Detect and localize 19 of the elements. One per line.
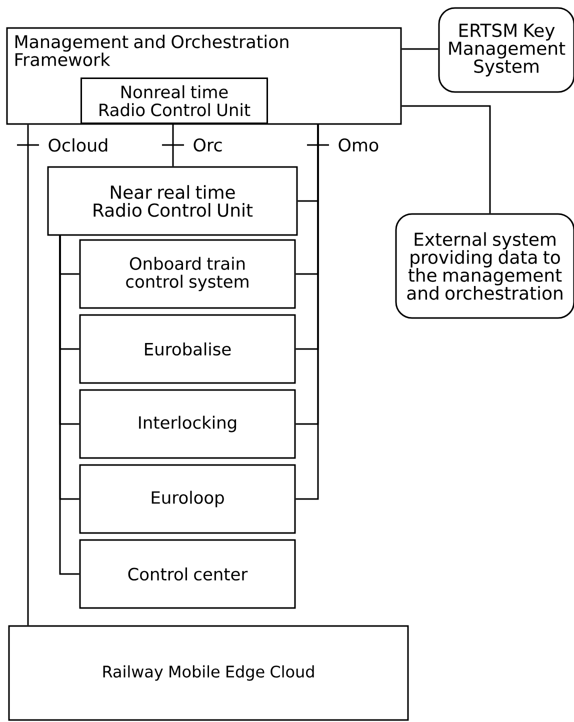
connector-line — [172, 124, 174, 166]
unit-box: Nonreal time Radio Control Unit — [80, 78, 268, 124]
connector-line — [296, 124, 319, 500]
system-box: ERTSM Key Management System — [438, 7, 574, 93]
cloud-box: Railway Mobile Edge Cloud — [8, 625, 409, 721]
component-box: Eurobalise — [79, 314, 296, 384]
connector-line — [27, 124, 29, 626]
component-box: Euroloop — [79, 464, 296, 534]
edge-label: Orc — [192, 137, 224, 153]
connector-line — [402, 105, 491, 214]
component-box: Interlocking — [79, 389, 296, 459]
unit-box: Near real time Radio Control Unit — [47, 166, 298, 236]
system-box: External system providing data to the management and orchestration — [395, 213, 574, 319]
edge-label: Omo — [336, 137, 380, 153]
edge-label: Ocloud — [46, 137, 110, 153]
component-box: Onboard train control system — [79, 239, 296, 309]
connector-line — [402, 48, 438, 50]
component-box: Control center — [79, 539, 296, 609]
connector-line — [59, 236, 80, 575]
